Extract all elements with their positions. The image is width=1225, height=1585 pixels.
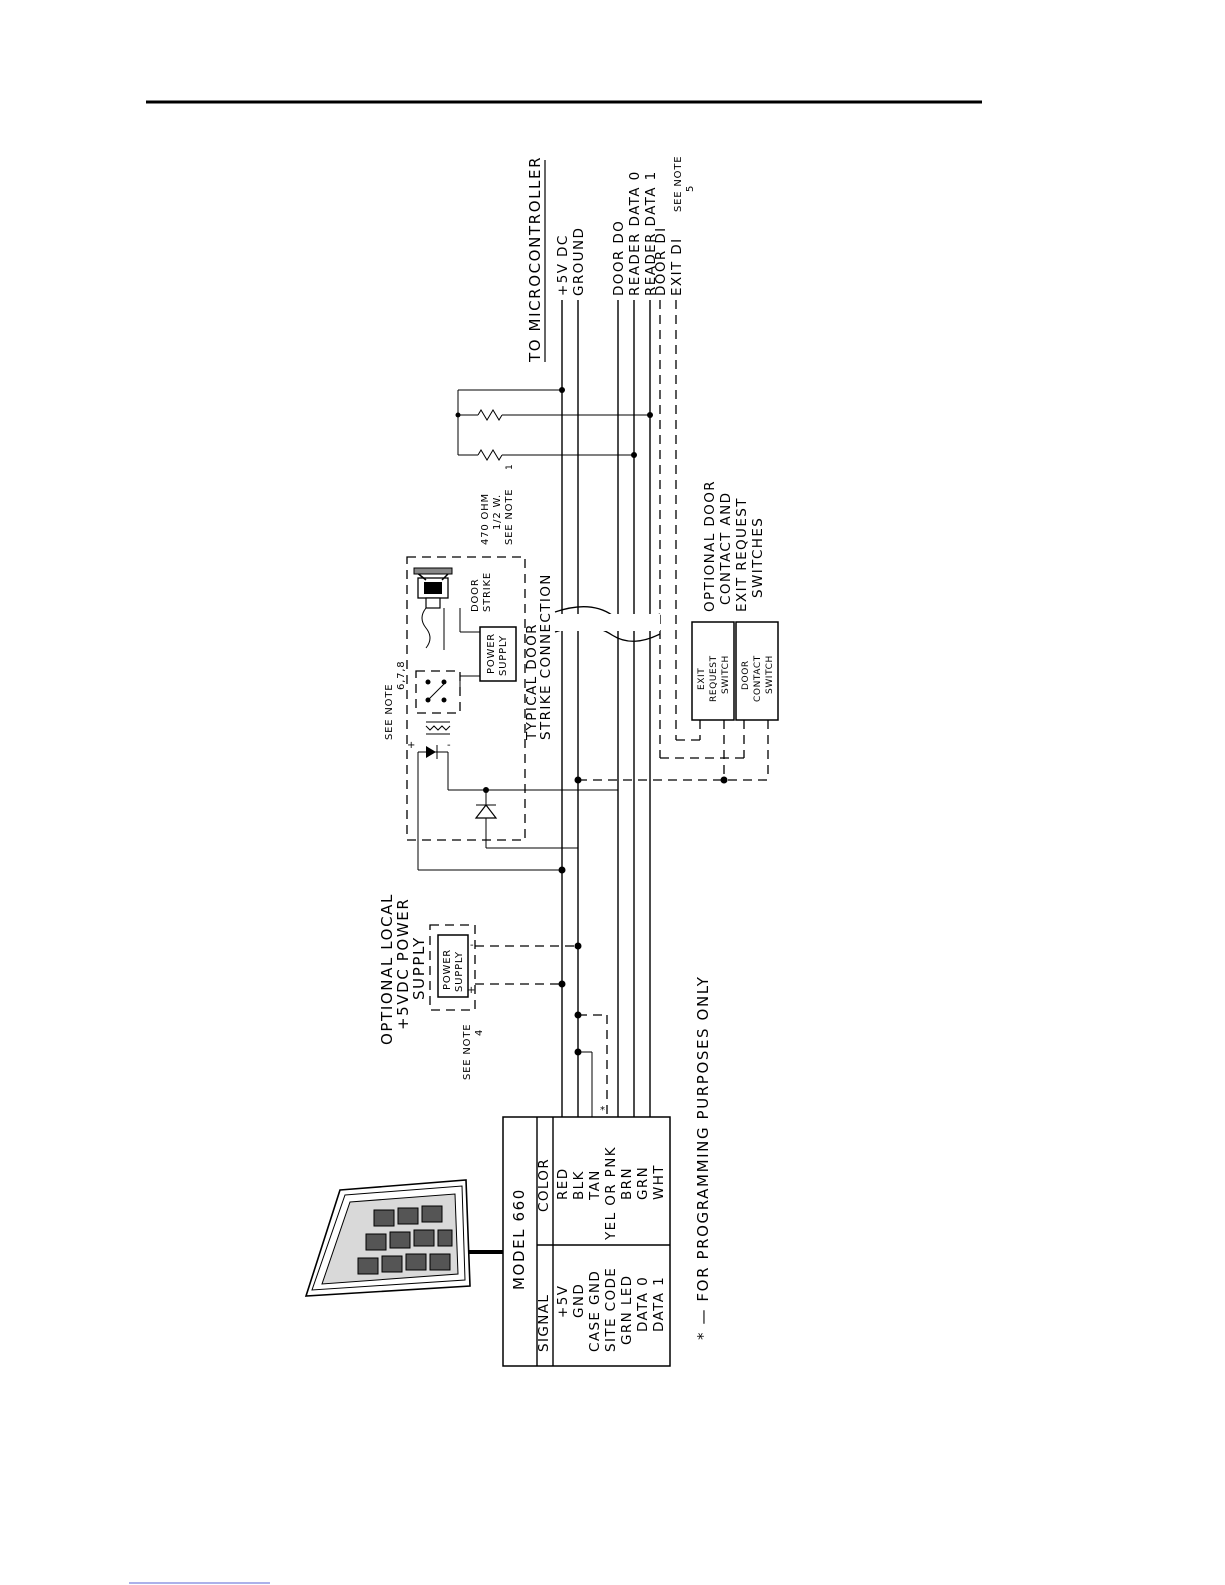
relay-minus: - (447, 740, 451, 751)
terminal-reader-data1: READER DATA 1 (643, 170, 659, 296)
terminal-reader-data0: READER DATA 0 (627, 170, 643, 296)
door-strike-label-1: DOOR (470, 578, 481, 612)
color-header: COLOR (536, 1158, 552, 1212)
strike-caption-1: TYPICAL DOOR (524, 623, 540, 741)
local-supply-label-2: SUPPLY (454, 951, 465, 992)
row-signal-7: DATA 1 (651, 1276, 667, 1332)
door-switch-label-2: CONTACT (753, 655, 763, 702)
row-color-3: TAN (587, 1169, 603, 1201)
row-signal-5: GRN LED (619, 1275, 635, 1345)
local-power-note-num: 4 (474, 1029, 485, 1036)
row-color-7: WHT (651, 1164, 667, 1200)
row-signal-1: +5V (555, 1285, 571, 1318)
keypad-icon (304, 1179, 503, 1297)
door-strike-section: DOOR STRIKE POWER SUPPLY + - (384, 556, 618, 874)
local-supply-label-1: POWER (442, 949, 453, 990)
relay-plus: + (407, 740, 416, 751)
row-signal-3: CASE GND (587, 1270, 603, 1352)
row-signal-2: GND (571, 1283, 587, 1318)
exit-di-note: SEE NOTE (673, 156, 684, 212)
footnote: * — FOR PROGRAMMING PURPOSES ONLY (694, 976, 712, 1341)
row-color-2: BLK (571, 1170, 587, 1200)
door-strike-icon (413, 567, 453, 609)
model-title: MODEL 660 (510, 1188, 528, 1290)
programming-star: * (600, 1105, 606, 1116)
terminal-exit-di: EXIT DI (669, 238, 685, 296)
wire-break (554, 606, 661, 642)
pullup-resistors: 470 OHM 1/2 W. SEE NOTE 1 (455, 387, 653, 545)
signal-header: SIGNAL (536, 1294, 552, 1352)
bus-wires (561, 300, 677, 1117)
terminal-door-do: DOOR DO (611, 220, 627, 296)
strike-caption-2: STRIKE CONNECTION (538, 573, 554, 740)
exit-switch-label-3: SWITCH (721, 655, 731, 694)
terminal-ground: GROUND (571, 227, 587, 296)
microcontroller-labels: TO MICROCONTROLLER +5V DC GROUND DOOR DO… (526, 156, 696, 363)
local-power-note: SEE NOTE (462, 1024, 473, 1080)
row-color-4: YEL OR PNK (603, 1146, 619, 1241)
door-switch-label-3: SWITCH (765, 655, 775, 694)
resistor-spec-2: 1/2 W. (492, 494, 503, 530)
strike-supply-label-1: POWER (486, 633, 497, 674)
row-signal-4: SITE CODE (603, 1267, 619, 1352)
optional-switches: OPTIONAL DOOR CONTACT AND EXIT REQUEST S… (574, 480, 779, 784)
resistor-spec-1: 470 OHM (480, 493, 491, 545)
local-power-caption-2: +5VDC POWER (394, 898, 412, 1030)
row-color-6: GRN (635, 1166, 651, 1200)
resistor-note-num: 1 (505, 464, 515, 470)
door-switch-label-1: DOOR (741, 660, 751, 690)
row-color-1: RED (555, 1167, 571, 1200)
row-color-5: BRN (619, 1167, 635, 1200)
strike-supply-label-2: SUPPLY (498, 635, 509, 676)
local-power-section: OPTIONAL LOCAL +5VDC POWER SUPPLY POWER … (378, 893, 608, 1117)
local-supply-plus: + (467, 985, 476, 996)
switches-caption-1: OPTIONAL DOOR (702, 480, 718, 612)
switches-caption-2: CONTACT AND (718, 492, 734, 605)
exit-switch-label-1: EXIT (697, 668, 707, 690)
switches-caption-3: EXIT REQUEST (734, 497, 750, 612)
relay-note: SEE NOTE (384, 684, 395, 740)
door-strike-label-2: STRIKE (482, 572, 493, 612)
local-supply-minus: - (470, 940, 474, 951)
exit-di-note-num: 5 (685, 185, 696, 192)
exit-switch-label-2: REQUEST (709, 655, 719, 702)
resistor-note: SEE NOTE (504, 489, 515, 545)
row-signal-6: DATA 0 (635, 1276, 651, 1332)
model-table: MODEL 660 SIGNAL COLOR +5V GND CASE GND … (502, 1105, 671, 1367)
local-power-caption-3: SUPPLY (410, 936, 428, 1000)
terminal-5v: +5V DC (555, 234, 571, 296)
terminal-door-di: DOOR DI (653, 227, 669, 297)
relay-note-num: 6,7,8 (396, 661, 407, 690)
switches-caption-4: SWITCHES (750, 517, 766, 598)
microcontroller-title: TO MICROCONTROLLER (526, 156, 544, 363)
keypad-keys (357, 1205, 453, 1275)
local-power-caption-1: OPTIONAL LOCAL (378, 893, 396, 1045)
